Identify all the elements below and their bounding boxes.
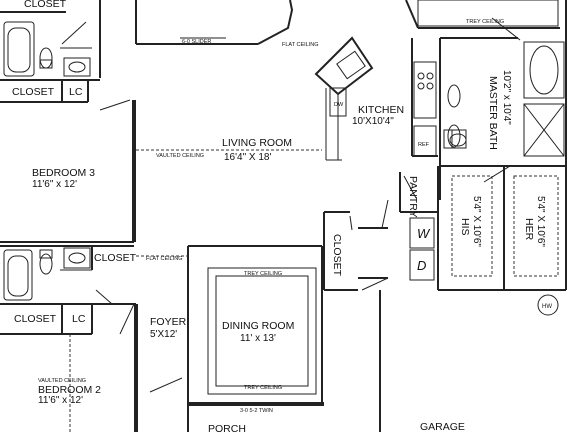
her-label: HER (523, 218, 535, 241)
dining-room-label: DINING ROOM (222, 320, 294, 332)
closet-bath2-label: CLOSET (94, 252, 137, 264)
trey-dining-top-note: TREY CEILING (244, 271, 282, 277)
master-bath-label: MASTER BATH (487, 76, 499, 150)
water-heater-label: HW (542, 304, 552, 310)
closet-left-label: CLOSET (12, 86, 55, 98)
kitchen-label: KITCHEN (358, 104, 404, 116)
dining-room-dim: 11' x 13' (240, 333, 276, 344)
flat-ceiling-mid-note: FLAT CEILING (146, 256, 182, 262)
ceiling-lines (69, 0, 559, 432)
closet-mid-label: CLOSET (331, 234, 343, 277)
dishwasher-label: DW (334, 102, 344, 108)
bedroom2-label: BEDROOM 2 (38, 384, 101, 396)
refrigerator-label: REF (418, 142, 430, 148)
water-heater-icon (537, 294, 559, 316)
closet-lower-label: CLOSET (14, 313, 57, 325)
flat-ceiling-top-note: FLAT CEILING (282, 42, 318, 48)
foyer-dim: 5'X12' (150, 329, 177, 340)
his-label: HIS (459, 218, 471, 236)
room-labels: CLOSET CLOSET LC BEDROOM 3 11'6" x 12' 6… (12, 0, 552, 432)
kitchen-dim: 10'X10'4" (352, 116, 394, 127)
vaulted-living-note: VAULTED CEILING (156, 153, 204, 159)
washer-label: W (417, 226, 431, 241)
slider-note: 6-0 SLIDER (182, 39, 211, 45)
foyer-label: FOYER (150, 316, 187, 328)
twin-window-note: 3-0 5-2 TWIN (240, 408, 273, 414)
vaulted-bed2-note: VAULTED CEILING (38, 378, 86, 384)
trey-top-note: TREY CEILING (466, 19, 504, 25)
her-dim: 5'4" X 10'6" (535, 196, 546, 247)
living-room-label: LIVING ROOM (222, 137, 292, 149)
closet-top-label: CLOSET (24, 0, 67, 10)
dryer-label: D (417, 258, 426, 273)
bedroom2-dim: 11'6" x 12' (38, 395, 83, 406)
fixtures (3, 21, 559, 316)
living-room-dim: 16'4" X 18' (224, 152, 271, 163)
garage-label: GARAGE (420, 421, 465, 432)
pantry-label: PANTRY (407, 176, 419, 218)
master-bath-dim: 10'2" x 10'4" (501, 70, 512, 125)
lc-top-label: LC (69, 86, 83, 98)
his-dim: 5'4" X 10'6" (471, 196, 482, 247)
trey-dining-bottom-note: TREY CEILING (244, 385, 282, 391)
porch-label: PORCH (208, 423, 246, 432)
door-swings (61, 17, 521, 393)
bedroom3-label: BEDROOM 3 (32, 167, 95, 179)
lc-lower-label: LC (72, 313, 86, 325)
bedroom3-dim: 11'6" x 12' (32, 179, 77, 190)
